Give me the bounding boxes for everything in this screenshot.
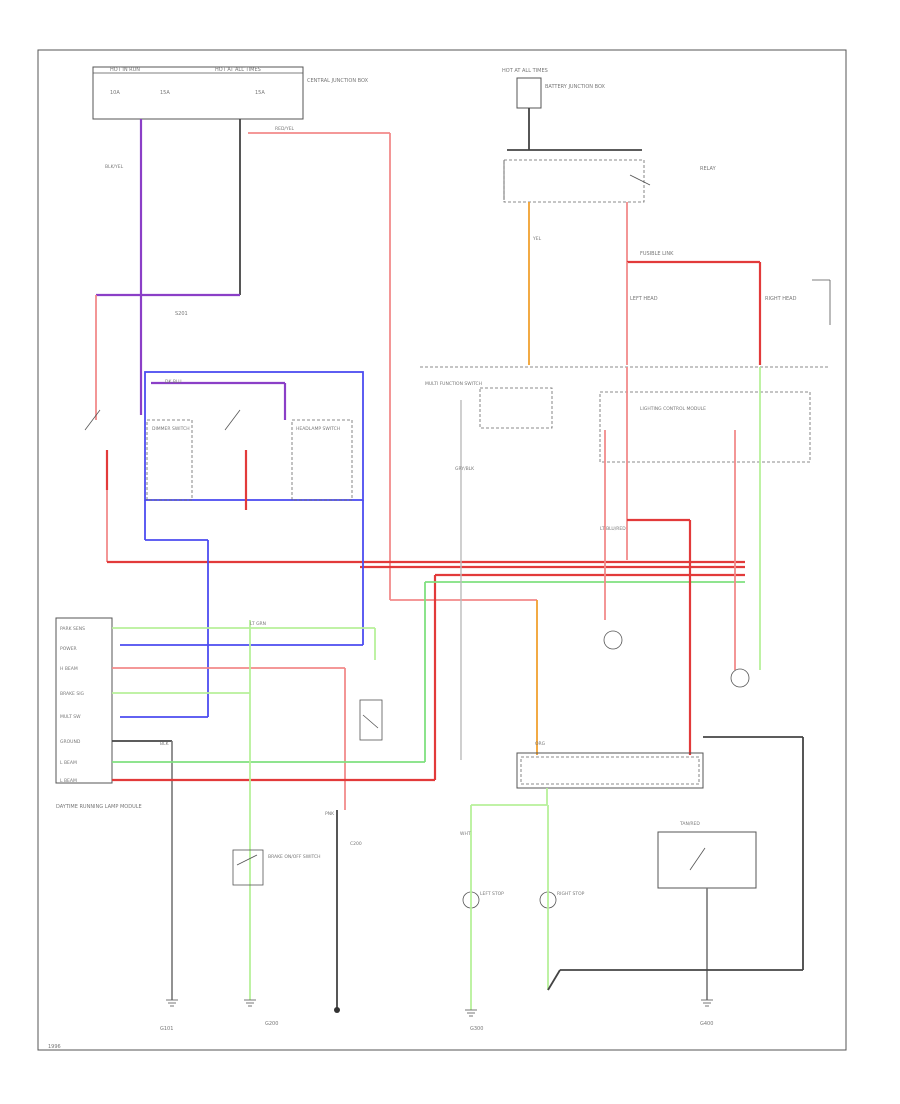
battery-jb-label: BATTERY JUNCTION BOX	[545, 84, 606, 90]
left-stop-label: LEFT STOP	[480, 891, 504, 897]
pin-6: GROUND	[60, 739, 81, 745]
lighting-module-box	[599, 391, 811, 463]
wire-code-11: ORG	[535, 741, 546, 747]
drl-module-label: DAYTIME RUNNING LAMP MODULE	[56, 804, 142, 810]
left-head-lamp	[603, 630, 623, 650]
ground-symbol-4	[701, 999, 713, 1007]
footer-code: 1996	[48, 1044, 61, 1050]
switch-mid-contact	[224, 409, 241, 431]
mid-switch-contact	[362, 714, 379, 729]
right-head-fuse-label: RIGHT HEAD	[765, 296, 797, 302]
ground-symbol-3	[465, 1009, 477, 1017]
wire-code-2: RED/YEL	[275, 126, 295, 132]
ground-label-4: G400	[700, 1021, 713, 1027]
splice-label: S201	[175, 311, 188, 317]
right-head-lamp	[730, 668, 750, 688]
right-stop-label: RIGHT STOP	[557, 891, 585, 897]
ground-symbol-1	[166, 999, 178, 1007]
pin-4: BRAKE SIG	[60, 691, 85, 697]
fuse-box-right	[516, 77, 542, 109]
wire-code-1: BLK/YEL	[105, 164, 124, 170]
pin-3: H BEAM	[60, 666, 78, 672]
ground-label-1: G101	[160, 1026, 173, 1032]
relay-box	[503, 159, 645, 203]
ground-label-2: G200	[265, 1021, 278, 1027]
wire-code-3: LT GRN	[250, 621, 266, 627]
mid-switch-box	[359, 699, 383, 741]
brake-switch-contact	[236, 854, 258, 866]
headlamp-switch-label: HEADLAMP SWITCH	[296, 426, 340, 432]
diagram-border	[37, 49, 847, 1051]
hot-in-run-label: HOT IN RUN	[110, 67, 140, 73]
fuse-1-label: 10A	[110, 90, 120, 96]
hot-at-all-times-label: HOT AT ALL TIMES	[215, 67, 261, 73]
lighting-module-label: LIGHTING CONTROL MODULE	[640, 406, 706, 412]
switch-left-contact	[84, 409, 101, 431]
fuse-3-label: 15A	[255, 90, 265, 96]
ground-label-3: G300	[470, 1026, 483, 1032]
dimmer-switch-label: DIMMER SWITCH	[152, 426, 190, 432]
brake-module	[516, 752, 704, 789]
hot-at-all-times-right-label: HOT AT ALL TIMES	[502, 68, 548, 74]
wire-code-9: TAN/RED	[679, 821, 700, 827]
fuse-panel-left	[92, 66, 304, 120]
drl-module	[55, 617, 113, 784]
pin-7: L BEAM	[60, 760, 77, 766]
relay-contact	[629, 174, 651, 186]
wire-code-7: LT BLU/RED	[600, 526, 626, 532]
wire-code-4: YEL	[532, 236, 542, 242]
ground-splice	[334, 1007, 340, 1013]
pin-1: PARK SENS	[60, 626, 85, 632]
wire-code-6: DK BLU	[165, 379, 182, 385]
brake-switch-label: BRAKE ON/OFF SWITCH	[268, 854, 321, 860]
pin-5: MULT SW	[60, 714, 81, 720]
dimmer-switch-box	[146, 419, 193, 501]
wire-code-10: WHT	[460, 831, 471, 837]
multifunction-switch-box	[479, 387, 553, 429]
central-junction-box-label: CENTRAL JUNCTION BOX	[307, 78, 369, 84]
left-head-fuse-label: LEFT HEAD	[630, 296, 658, 302]
relay-label: RELAY	[700, 166, 717, 172]
multifunction-switch-label: MULTI FUNCTION SWITCH	[425, 381, 482, 387]
pin-8: L BEAM	[60, 778, 77, 784]
pin-2: POWER	[60, 646, 77, 652]
wire-code-12: PNK	[325, 811, 335, 817]
ground-symbol-2	[244, 999, 256, 1007]
headlamp-switch-box	[291, 419, 353, 501]
fuse-2-label: 15A	[160, 90, 170, 96]
brake-switch-box	[232, 849, 264, 886]
brake-module-inner	[520, 756, 700, 785]
lamp-switch-contact	[689, 847, 706, 871]
wire-code-5: BLK	[160, 741, 170, 747]
connector-label: C200	[350, 841, 362, 847]
fuse-link-label: FUSIBLE LINK	[640, 251, 674, 257]
wire-blue-loop	[144, 371, 364, 501]
wire-code-8: GRY/BLK	[455, 466, 475, 472]
lamp-switch-box	[657, 831, 757, 889]
wire-right-loop-join	[547, 969, 561, 991]
